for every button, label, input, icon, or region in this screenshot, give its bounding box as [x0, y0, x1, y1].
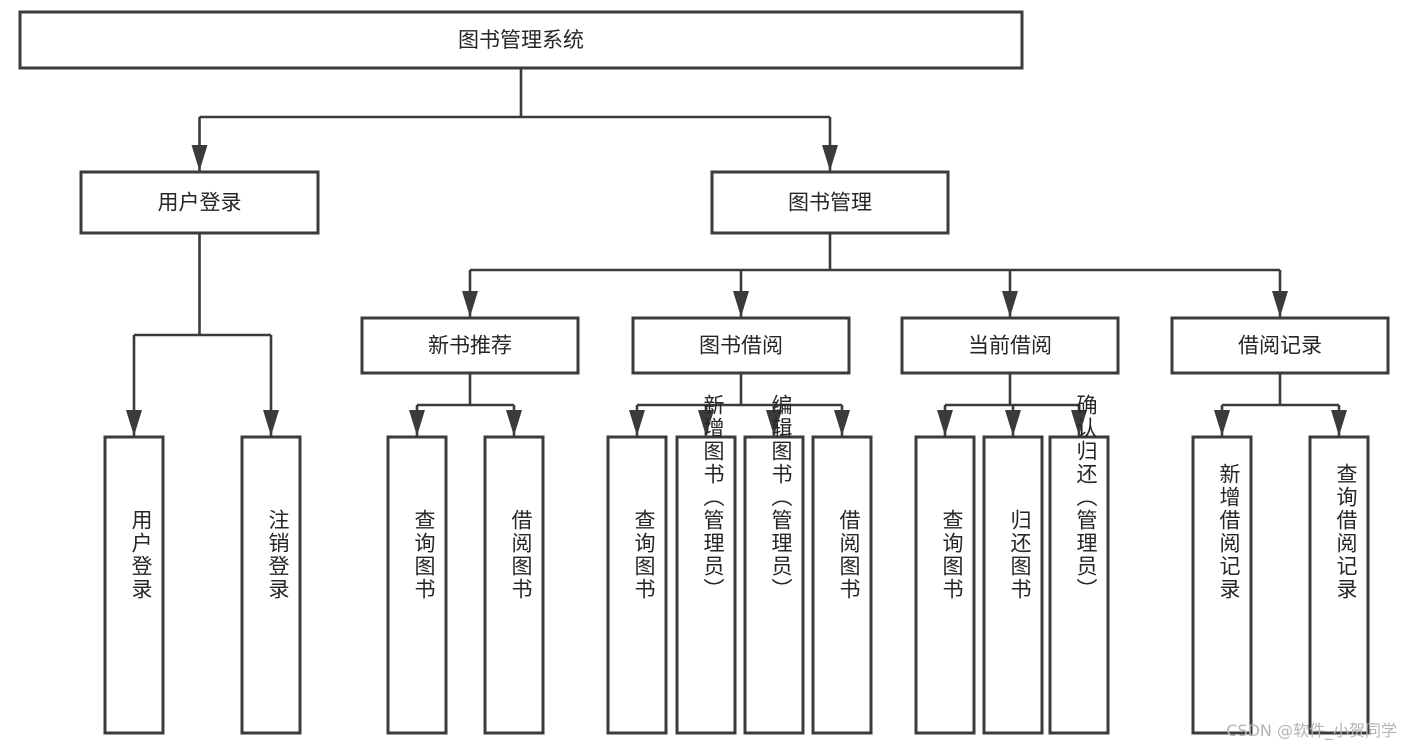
leaf-node-4[interactable]: 查询图书: [606, 435, 668, 735]
level2-node-0[interactable]: 新书推荐: [360, 316, 580, 375]
level2-node-label: 图书借阅: [699, 334, 783, 358]
leaf-node-11[interactable]: 新增借阅记录: [1191, 435, 1253, 735]
arrow-head-icon: [1214, 410, 1230, 436]
arrow-head-icon: [629, 410, 645, 436]
level1-node-box[interactable]: [79, 170, 320, 235]
level2-node-label: 新书推荐: [428, 334, 512, 358]
leaf-node-2[interactable]: 查询图书: [386, 435, 448, 735]
leaf-node-box[interactable]: [982, 435, 1044, 735]
arrow-head-icon: [733, 291, 749, 317]
level2-node-1[interactable]: 图书借阅: [631, 316, 851, 375]
leaf-node-box[interactable]: [1191, 435, 1253, 735]
arrow-head-icon: [766, 410, 782, 436]
leaf-node-box[interactable]: [743, 435, 805, 735]
leaf-node-9[interactable]: 归还图书: [982, 435, 1044, 735]
leaf-node-label: 用户登录: [129, 509, 153, 601]
leaf-node-box[interactable]: [811, 435, 873, 735]
arrow-head-icon: [698, 410, 714, 436]
root-node-label: 图书管理系统: [458, 28, 584, 52]
leaf-node-box[interactable]: [103, 435, 165, 735]
node-layer: 图书管理系统用户登录图书管理新书推荐图书借阅当前借阅借阅记录用户登录注销登录查询…: [18, 10, 1390, 735]
level2-node-box[interactable]: [631, 316, 851, 375]
arrow-head-icon: [263, 410, 279, 436]
arrow-head-icon: [126, 410, 142, 436]
leaf-node-label: 查询图书: [412, 509, 436, 601]
level2-node-2[interactable]: 当前借阅: [900, 316, 1120, 375]
arrow-head-icon: [937, 410, 953, 436]
leaf-node-box[interactable]: [483, 435, 545, 735]
level2-node-label: 借阅记录: [1238, 334, 1322, 358]
root-node-0[interactable]: 图书管理系统: [18, 10, 1024, 70]
arrow-head-icon: [1272, 291, 1288, 317]
level1-node-1[interactable]: 图书管理: [710, 170, 950, 235]
leaf-node-label: 查询借阅记录: [1334, 463, 1358, 601]
leaf-node-1[interactable]: 注销登录: [240, 435, 302, 735]
level2-node-3[interactable]: 借阅记录: [1170, 316, 1390, 375]
leaf-node-label: 借阅图书: [837, 509, 861, 601]
leaf-node-label: 查询图书: [940, 509, 964, 601]
leaf-node-box[interactable]: [1048, 435, 1110, 735]
leaf-node-label: 注销登录: [266, 509, 290, 601]
arrow-head-icon: [834, 410, 850, 436]
leaf-node-box[interactable]: [386, 435, 448, 735]
arrow-head-icon: [1005, 410, 1021, 436]
arrow-head-icon: [409, 410, 425, 436]
level1-node-box[interactable]: [710, 170, 950, 235]
leaf-node-box[interactable]: [1308, 435, 1370, 735]
level1-node-label: 用户登录: [158, 191, 242, 215]
level1-node-label: 图书管理: [788, 191, 872, 215]
arrow-head-icon: [462, 291, 478, 317]
level1-node-0[interactable]: 用户登录: [79, 170, 320, 235]
leaf-node-6[interactable]: 编辑图书（管理员）: [743, 394, 805, 735]
level2-node-box[interactable]: [1170, 316, 1390, 375]
level2-node-box[interactable]: [360, 316, 580, 375]
leaf-node-label: 归还图书: [1008, 509, 1032, 601]
leaf-node-box[interactable]: [914, 435, 976, 735]
leaf-node-10[interactable]: 确认归还（管理员）: [1048, 394, 1110, 735]
leaf-node-box[interactable]: [606, 435, 668, 735]
leaf-node-box[interactable]: [675, 435, 737, 735]
arrow-head-icon: [1002, 291, 1018, 317]
level2-node-box[interactable]: [900, 316, 1120, 375]
leaf-node-5[interactable]: 新增图书（管理员）: [675, 394, 737, 735]
leaf-node-3[interactable]: 借阅图书: [483, 435, 545, 735]
arrow-head-icon: [822, 145, 838, 171]
watermark-text: CSDN @软件_小贺同学: [1226, 721, 1397, 740]
leaf-node-box[interactable]: [240, 435, 302, 735]
leaf-node-0[interactable]: 用户登录: [103, 435, 165, 735]
connector-layer: [126, 68, 1347, 436]
leaf-node-label: 新增图书（管理员）: [701, 394, 725, 601]
arrow-head-icon: [506, 410, 522, 436]
arrow-head-icon: [191, 145, 208, 171]
arrow-head-icon: [1331, 410, 1347, 436]
leaf-node-label: 查询图书: [632, 509, 656, 601]
leaf-node-label: 确认归还（管理员）: [1074, 394, 1098, 601]
arrow-head-icon: [1071, 410, 1087, 436]
leaf-node-7[interactable]: 借阅图书: [811, 435, 873, 735]
leaf-node-label: 编辑图书（管理员）: [769, 394, 793, 601]
leaf-node-8[interactable]: 查询图书: [914, 435, 976, 735]
level2-node-label: 当前借阅: [968, 334, 1052, 358]
root-node-box[interactable]: [18, 10, 1024, 70]
leaf-node-label: 借阅图书: [509, 509, 533, 601]
leaf-node-label: 新增借阅记录: [1217, 463, 1241, 601]
leaf-node-12[interactable]: 查询借阅记录: [1308, 435, 1370, 735]
